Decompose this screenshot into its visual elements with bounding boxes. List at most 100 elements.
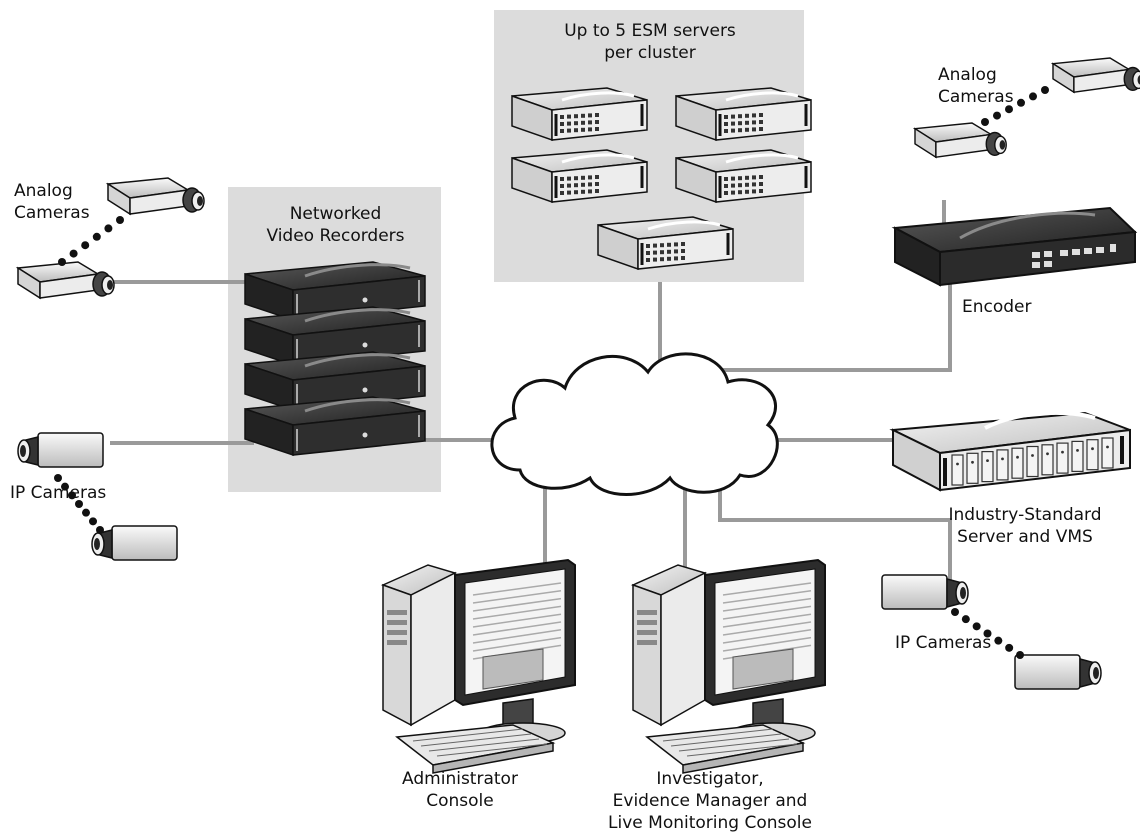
screen-line: [472, 613, 562, 628]
drive-bay: [637, 640, 657, 645]
server-slot: [1026, 445, 1039, 478]
key-row: [686, 743, 798, 757]
chain-dot: [972, 622, 981, 631]
cameras: [15, 57, 1140, 690]
screen-line: [722, 590, 812, 604]
chain-dot: [961, 615, 970, 624]
server-slot: [951, 454, 964, 486]
analog-camera-icon: [105, 177, 205, 216]
slot-led: [1001, 457, 1004, 461]
screen-line: [472, 582, 562, 596]
chain-dot: [951, 608, 959, 616]
esm-server-icon: [597, 216, 734, 271]
tower-front: [382, 583, 412, 727]
server-slot: [1071, 440, 1084, 472]
esm-server-icon: [511, 149, 648, 204]
chain-dot: [54, 474, 62, 482]
key-row: [420, 733, 532, 747]
esm-server-icon: [511, 87, 648, 142]
server-slot: [966, 452, 979, 484]
drive-bay: [387, 640, 407, 645]
ip-cameras-right-label: IP Cameras: [895, 633, 992, 653]
chain-dot: [89, 517, 97, 526]
chain-dot: [1029, 92, 1037, 101]
drive-bay: [387, 620, 407, 625]
chain-dot: [104, 224, 113, 233]
nvr-unit-icon: [244, 396, 426, 457]
ip-camera-icon: [1014, 654, 1102, 690]
slot-led: [1016, 455, 1019, 459]
investigator-workstation: [630, 558, 826, 774]
server-slot: [1056, 442, 1069, 474]
slot-led: [1076, 449, 1079, 452]
slot-led: [1046, 452, 1049, 456]
server-slot: [996, 449, 1009, 481]
chain-dot: [75, 500, 83, 508]
screen-line: [472, 621, 562, 636]
slot-led: [1061, 450, 1064, 454]
esm-servers: [511, 87, 812, 271]
keyboard-edge: [682, 742, 804, 774]
screen-video-pane: [732, 648, 794, 690]
tower-front: [632, 583, 662, 727]
chain-dot: [92, 232, 101, 241]
chain-dot: [82, 508, 90, 517]
slot-led: [986, 459, 989, 462]
screen-line: [722, 613, 812, 628]
slot-led: [971, 460, 974, 464]
slot-led: [1091, 447, 1094, 451]
key-row: [436, 743, 548, 757]
ip-camera-icon: [881, 574, 969, 610]
drive-bay: [637, 610, 657, 615]
encoder-label: Encoder: [962, 297, 1032, 317]
nvr-stack: [244, 261, 426, 457]
chain-dot: [1005, 105, 1013, 114]
screen-line: [722, 605, 812, 620]
chain-dot: [96, 526, 104, 534]
analog-camera-icon: [912, 122, 1007, 159]
server-slot: [1086, 439, 1099, 471]
chain-dot: [69, 249, 78, 258]
keyboard-edge: [432, 742, 554, 774]
chain-dot: [1041, 86, 1049, 94]
drive-bay: [637, 620, 657, 625]
slot-led: [1106, 445, 1109, 449]
screen-line: [472, 597, 562, 612]
key-row: [412, 728, 524, 742]
analog-camera-icon: [15, 261, 115, 300]
drive-bay: [387, 630, 407, 635]
drive-bay: [387, 610, 407, 615]
screen-line: [722, 629, 812, 644]
chain-dot: [81, 241, 90, 250]
screen-line: [722, 597, 812, 612]
slot-led: [1031, 454, 1034, 457]
industry-server-device: [889, 410, 1131, 492]
screen-line: [472, 629, 562, 644]
admin-workstation: [380, 558, 576, 774]
network-cloud: [490, 352, 779, 496]
screen-line: [722, 621, 812, 636]
screen-line: [472, 636, 562, 652]
chain-dot: [1017, 98, 1025, 107]
esm-server-icon: [675, 87, 812, 142]
chain-dot: [68, 491, 76, 500]
key-row: [670, 733, 782, 747]
screen-video-pane: [482, 648, 544, 690]
tower-side: [410, 571, 456, 727]
chain-dot: [61, 482, 69, 491]
camera-dot-chains: [54, 86, 1049, 659]
tower-side: [660, 571, 706, 727]
drive-bay: [637, 630, 657, 635]
chain-dot: [994, 636, 1003, 645]
key-row: [678, 738, 790, 752]
ip-camera-icon: [17, 432, 104, 468]
esm-server-icon: [675, 149, 812, 204]
server-slot: [1041, 444, 1054, 476]
